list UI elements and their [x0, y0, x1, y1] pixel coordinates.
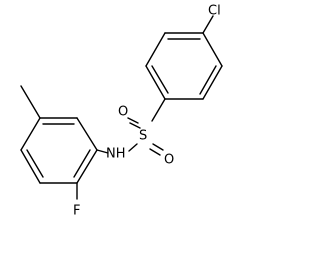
bond-ring2-c [20, 117, 41, 151]
bond-ring1-double-2 [199, 65, 217, 95]
bond-ring1-cl [202, 15, 214, 34]
bond-s-o2-a [149, 148, 161, 156]
bond-s-o2-b [152, 143, 164, 151]
atom-sulfur: S [139, 129, 147, 144]
bond-ring2-double-2 [26, 149, 44, 178]
atom-oxygen-1: O [118, 105, 128, 120]
bond-n-ring2 [96, 149, 109, 154]
bond-ring1-s [151, 98, 166, 122]
atom-oxygen-2: O [164, 153, 174, 168]
bond-ring2-f [76, 149, 98, 184]
bond-s-o1-b [129, 122, 141, 129]
bond-s-o1-a [127, 117, 139, 124]
structure-diagram: Cl S O O NH F [20, 4, 223, 219]
bond-ring1-b [202, 65, 223, 100]
bond-methyl [20, 85, 41, 119]
bond-ring2-d [20, 149, 41, 184]
bond-ring1-d [145, 65, 166, 100]
bond-s-n [128, 143, 138, 152]
bond-ring2-double-3 [73, 149, 91, 178]
atom-fluorine: F [73, 204, 80, 219]
atom-chlorine: Cl [208, 4, 221, 19]
fluoromethylphenyl-ring [20, 117, 98, 184]
bond-ring1-e [145, 32, 166, 67]
atom-nh: NH [106, 147, 126, 162]
bond-ring1-a [202, 32, 223, 67]
bond-ring2-a [76, 117, 98, 151]
chlorophenyl-ring [145, 32, 223, 100]
bond-ring1-double-3 [151, 65, 169, 94]
